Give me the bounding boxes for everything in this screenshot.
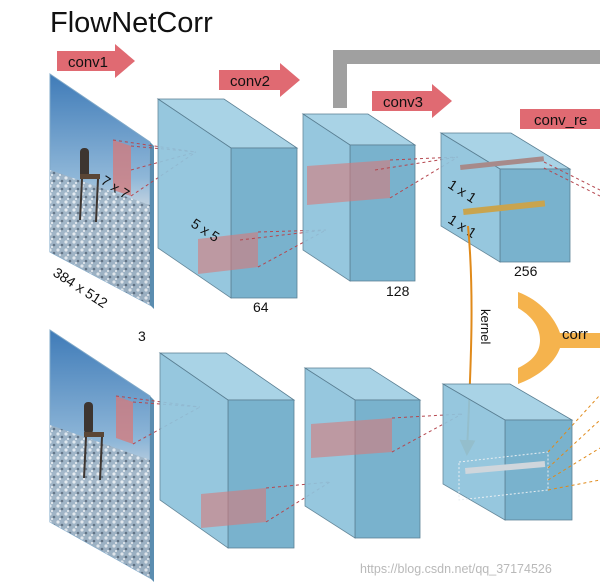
input-image-2 xyxy=(49,329,154,582)
chair-icon xyxy=(79,148,100,223)
conv1-channels-label: 64 xyxy=(253,299,269,315)
kernel-label: kernel xyxy=(478,309,493,345)
feature-block-conv3-top xyxy=(439,132,572,263)
feature-block-conv2-bottom xyxy=(303,367,422,539)
conv3-channels-label: 256 xyxy=(514,263,538,279)
chair-icon xyxy=(83,402,104,481)
layer-tag-conv-redir-label: conv_re xyxy=(534,112,587,129)
feature-block-conv1-bottom xyxy=(158,352,296,549)
input-image-1 xyxy=(49,73,154,309)
layer-tag-conv1: conv1 xyxy=(57,44,135,78)
corr-arrow xyxy=(518,292,600,384)
feature-block-conv1-top xyxy=(156,98,299,299)
projection-lines-corr-bottom xyxy=(547,394,600,491)
corr-label: corr xyxy=(562,326,588,343)
layer-tag-conv2: conv2 xyxy=(219,63,300,97)
feature-block-conv2-top xyxy=(301,113,417,282)
layer-tag-conv3: conv3 xyxy=(372,84,452,118)
layer-tag-conv2-label: conv2 xyxy=(230,73,270,90)
watermark: https://blog.csdn.net/qq_37174526 xyxy=(360,562,552,576)
layer-tag-conv1-label: conv1 xyxy=(68,54,108,71)
layer-tag-conv3-label: conv3 xyxy=(383,94,423,111)
layer-tag-conv-redir: conv_re xyxy=(520,109,600,129)
projection-lines-redir xyxy=(543,161,600,197)
feature-block-conv3-bottom xyxy=(441,383,574,521)
skip-connection xyxy=(333,50,600,108)
conv2-channels-label: 128 xyxy=(386,283,410,299)
input-channels-label: 3 xyxy=(138,328,146,344)
diagram-title: FlowNetCorr xyxy=(50,7,213,39)
